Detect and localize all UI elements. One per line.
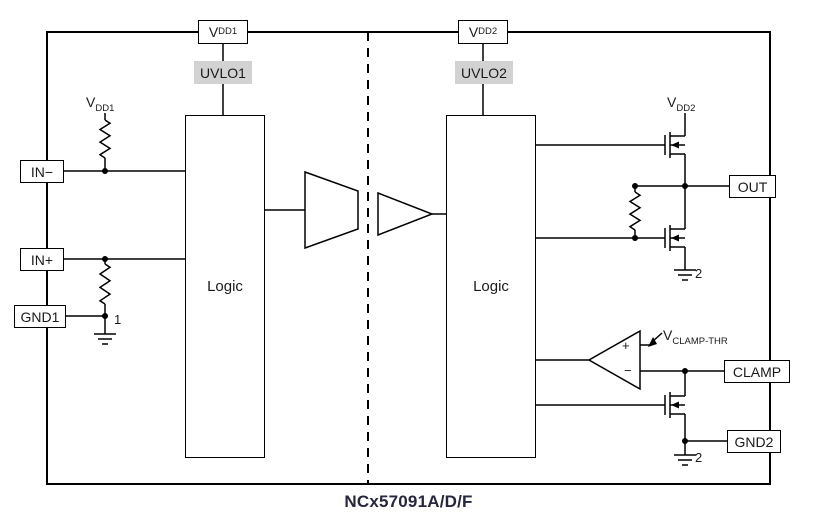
- pin-vdd2-base: V: [468, 24, 479, 40]
- pin-clamp-label: CLAMP: [732, 363, 782, 380]
- pin-vdd1-sub: DD1: [218, 26, 238, 38]
- junction-dots: [102, 168, 688, 444]
- vdd1-rail-base: V: [86, 94, 96, 110]
- logic-left-label: Logic: [207, 278, 243, 295]
- pin-vdd2-sub: DD2: [478, 26, 498, 38]
- clamp-ground-symbol: [674, 454, 696, 466]
- uvlo1-block: UVLO1: [194, 61, 252, 84]
- pin-clamp: CLAMP: [724, 360, 790, 383]
- pin-out-label: OUT: [737, 178, 768, 195]
- pin-gnd2-label: GND2: [734, 433, 774, 450]
- vclamp-thr-label: VCLAMP-THR: [663, 328, 728, 346]
- diagram-title: NCx57091A/D/F: [344, 492, 473, 511]
- out-ground-pin-number: 2: [695, 266, 703, 281]
- logic-right-label: Logic: [473, 278, 509, 295]
- pin-in-plus-label: IN+: [30, 251, 54, 268]
- uvlo2-label: UVLO2: [461, 64, 507, 81]
- gnd1-pin-number: 1: [114, 312, 122, 327]
- logic-block-secondary: Logic: [446, 115, 536, 458]
- uvlo1-label: UVLO1: [200, 64, 246, 81]
- pin-vdd1-base: V: [208, 24, 219, 40]
- vdd1-rail-sub: DD1: [95, 102, 115, 114]
- vclamp-thr-base: V: [663, 327, 673, 343]
- gnd1-ground-symbol: [94, 333, 116, 345]
- gate-pulldown-resistor: [628, 186, 642, 238]
- pin-gnd2: GND2: [727, 430, 781, 453]
- comparator-plus-sign: +: [622, 338, 630, 353]
- vdd2-rail-label: VDD2: [667, 95, 695, 113]
- vdd1-pullup-resistor: [98, 113, 112, 171]
- isolation-transmitter-buffer: [265, 170, 359, 250]
- ic-outer-boundary: [46, 31, 771, 485]
- isolation-receiver-buffer: [377, 191, 446, 237]
- clamp-mosfet: [536, 371, 686, 455]
- vdd1-rail-label: VDD1: [86, 95, 114, 113]
- pin-out: OUT: [729, 175, 776, 198]
- lowside-mosfet: [536, 186, 686, 270]
- pin-in-minus: IN−: [20, 160, 64, 183]
- clamp-ground-pin-number: 2: [695, 450, 703, 465]
- vclamp-thr-sub: CLAMP-THR: [672, 335, 728, 347]
- highside-mosfet: [536, 113, 686, 186]
- comparator-minus-sign: −: [624, 363, 632, 378]
- out-ground-symbol: [674, 269, 696, 281]
- vdd2-rail-sub: DD2: [676, 102, 696, 114]
- logic-block-primary: Logic: [185, 115, 265, 458]
- uvlo2-block: UVLO2: [455, 61, 513, 84]
- pin-in-minus-label: IN−: [30, 163, 54, 180]
- pin-in-plus: IN+: [20, 248, 64, 271]
- pin-gnd1: GND1: [14, 305, 66, 328]
- in-plus-pulldown-resistor: [98, 259, 112, 334]
- vdd2-rail-base: V: [667, 94, 677, 110]
- pin-gnd1-label: GND1: [20, 308, 60, 325]
